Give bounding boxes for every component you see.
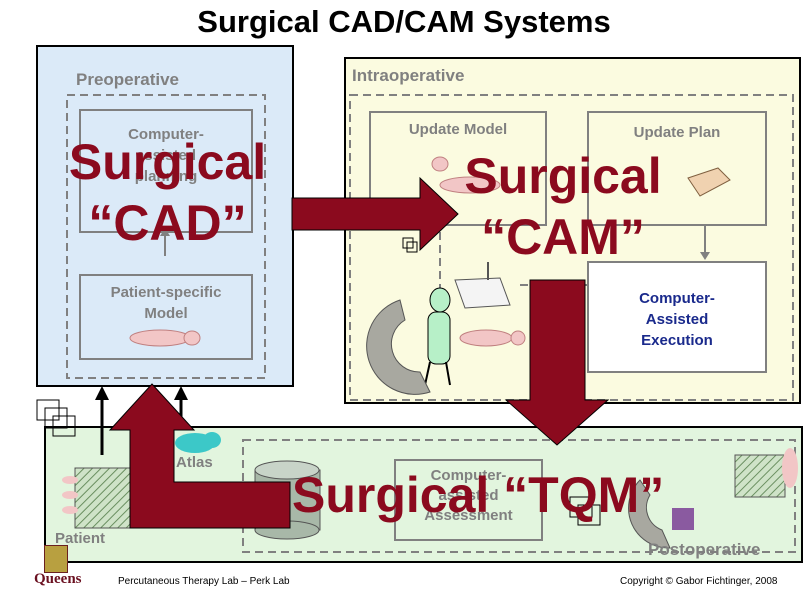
intraoperative-label: Intraoperative (352, 66, 465, 85)
cad-to-cam-arrow (291, 176, 459, 252)
update-model-box-label: Update Model (408, 121, 508, 138)
preoperative-panel (36, 45, 294, 387)
surgical-cad-label: Surgical“CAD” (68, 134, 267, 251)
queens-crest-icon (44, 545, 68, 573)
postoperative-label: Postoperative (648, 540, 761, 559)
tqm-to-cad-arrow (108, 383, 291, 529)
queens-logo: Queens (34, 571, 82, 587)
copyright: Copyright © Gabor Fichtinger, 2008 (620, 576, 778, 587)
patient-label: Patient (55, 530, 106, 547)
lab-credit: Percutaneous Therapy Lab – Perk Lab (118, 576, 290, 587)
preoperative-label: Preoperative (76, 70, 179, 89)
surgical-tqm-label: Surgical “TQM” (292, 467, 665, 523)
surgical-cam-label: Surgical“CAM” (464, 148, 662, 265)
update-plan-box-label: Update Plan (633, 124, 721, 141)
cam-to-tqm-arrow (504, 279, 610, 446)
atlas-label: Atlas (176, 454, 213, 471)
page-title: Surgical CAD/CAM Systems (197, 4, 611, 39)
